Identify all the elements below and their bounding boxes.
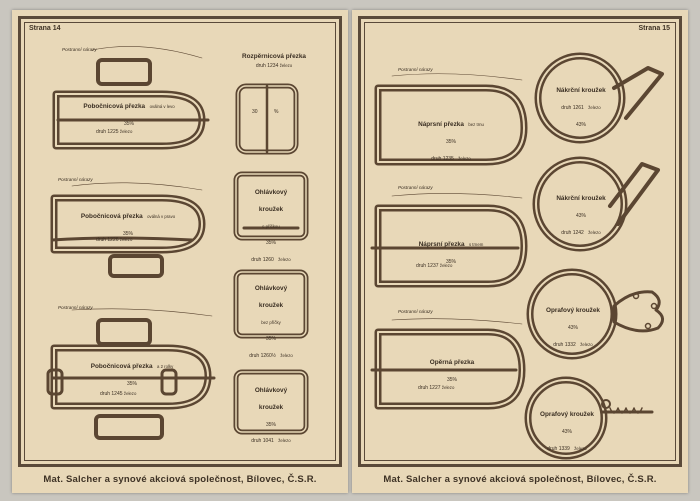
side-buckle-illustration-3 <box>46 308 216 440</box>
spreader-buckle-illustration <box>235 83 299 155</box>
product-label: Pobočnicová přezka oválná v pravo 35% <box>80 213 176 237</box>
product-label: Pobočnicová přezka a 2 rolky 35% <box>90 363 174 387</box>
product-label: Ohlávkový kroužek 35% druh 1041 železo <box>251 387 291 445</box>
product-label: Oprafový kroužek 43% druh 1332 železo <box>546 307 600 348</box>
product-label: Nákrční kroužek druh 1261 železo 43% <box>556 87 606 128</box>
halter-ring-illustration-1 <box>233 171 309 241</box>
product-name: Rozpěrnicová přezka <box>242 53 306 60</box>
product-code: druh 1234 železo <box>255 63 293 69</box>
size-unit: % <box>274 109 279 115</box>
page-label: Strana 14 <box>29 25 61 32</box>
size-value: 30 <box>252 109 258 115</box>
chest-buckle-illustration-1 <box>374 73 528 166</box>
product-code: druh 1237 železo <box>416 263 453 269</box>
strap-ring-illustration-2 <box>524 376 654 460</box>
product-code: druh 1245 železo <box>100 391 137 397</box>
side-label: Postranní nárazy <box>398 185 433 190</box>
catalog-page-15: Strana 15 <box>352 10 688 493</box>
buckle-illustrations-left <box>46 46 309 440</box>
halter-ring-illustration-2 <box>233 269 309 339</box>
halter-ring-illustration-3 <box>233 369 309 435</box>
side-label: Postranní nárazy <box>58 177 93 182</box>
side-buckle-illustration-2 <box>50 182 206 278</box>
page-frame <box>18 16 342 467</box>
product-label: Pobočnicová přezka oválná v levo 35% <box>83 103 175 127</box>
page-frame <box>358 16 682 467</box>
chest-buckle-illustration-2 <box>370 193 528 288</box>
product-label: Ohlávkový kroužek s příčkou 35% druh 126… <box>251 189 291 264</box>
product-label: Ohlávkový kroužek bez příčky 35% druh 12… <box>249 285 293 360</box>
product-label: Nákrční kroužek 43% druh 1242 železo <box>556 195 606 236</box>
neck-ring-illustration-1 <box>534 52 664 144</box>
publisher-footer: Mat. Salcher a synové akciová společnost… <box>43 474 317 485</box>
neck-ring-illustration-2 <box>532 156 660 252</box>
side-label: Postranní nárazy <box>398 309 433 314</box>
product-label: Náprsní přezka bez trnu 35% druh 1235 že… <box>418 121 484 162</box>
product-label: Náprsní přezka s trnem 35% <box>418 241 484 265</box>
catalog-page-14: Strana 14 <box>12 10 348 493</box>
page-label: Strana 15 <box>638 25 670 32</box>
side-buckle-illustration-1 <box>52 46 210 150</box>
publisher-footer: Mat. Salcher a synové akciová společnost… <box>383 474 657 485</box>
product-label: Oprafový kroužek 43% druh 1339 železo <box>540 411 594 452</box>
product-code: druh 1227 železo <box>418 385 455 391</box>
side-label: Postranní nárazy <box>58 305 93 310</box>
product-code: druh 1226 železo <box>96 237 133 243</box>
side-label: Postranní nárazy <box>62 47 97 52</box>
strap-ring-illustration-1 <box>526 268 664 360</box>
side-label: Postranní nárazy <box>398 67 433 72</box>
support-buckle-illustration <box>370 318 526 410</box>
product-code: druh 1225 železo <box>96 129 133 135</box>
product-label: Opěrná přezka 35% <box>429 359 475 383</box>
buckle-illustrations-right <box>370 52 664 460</box>
